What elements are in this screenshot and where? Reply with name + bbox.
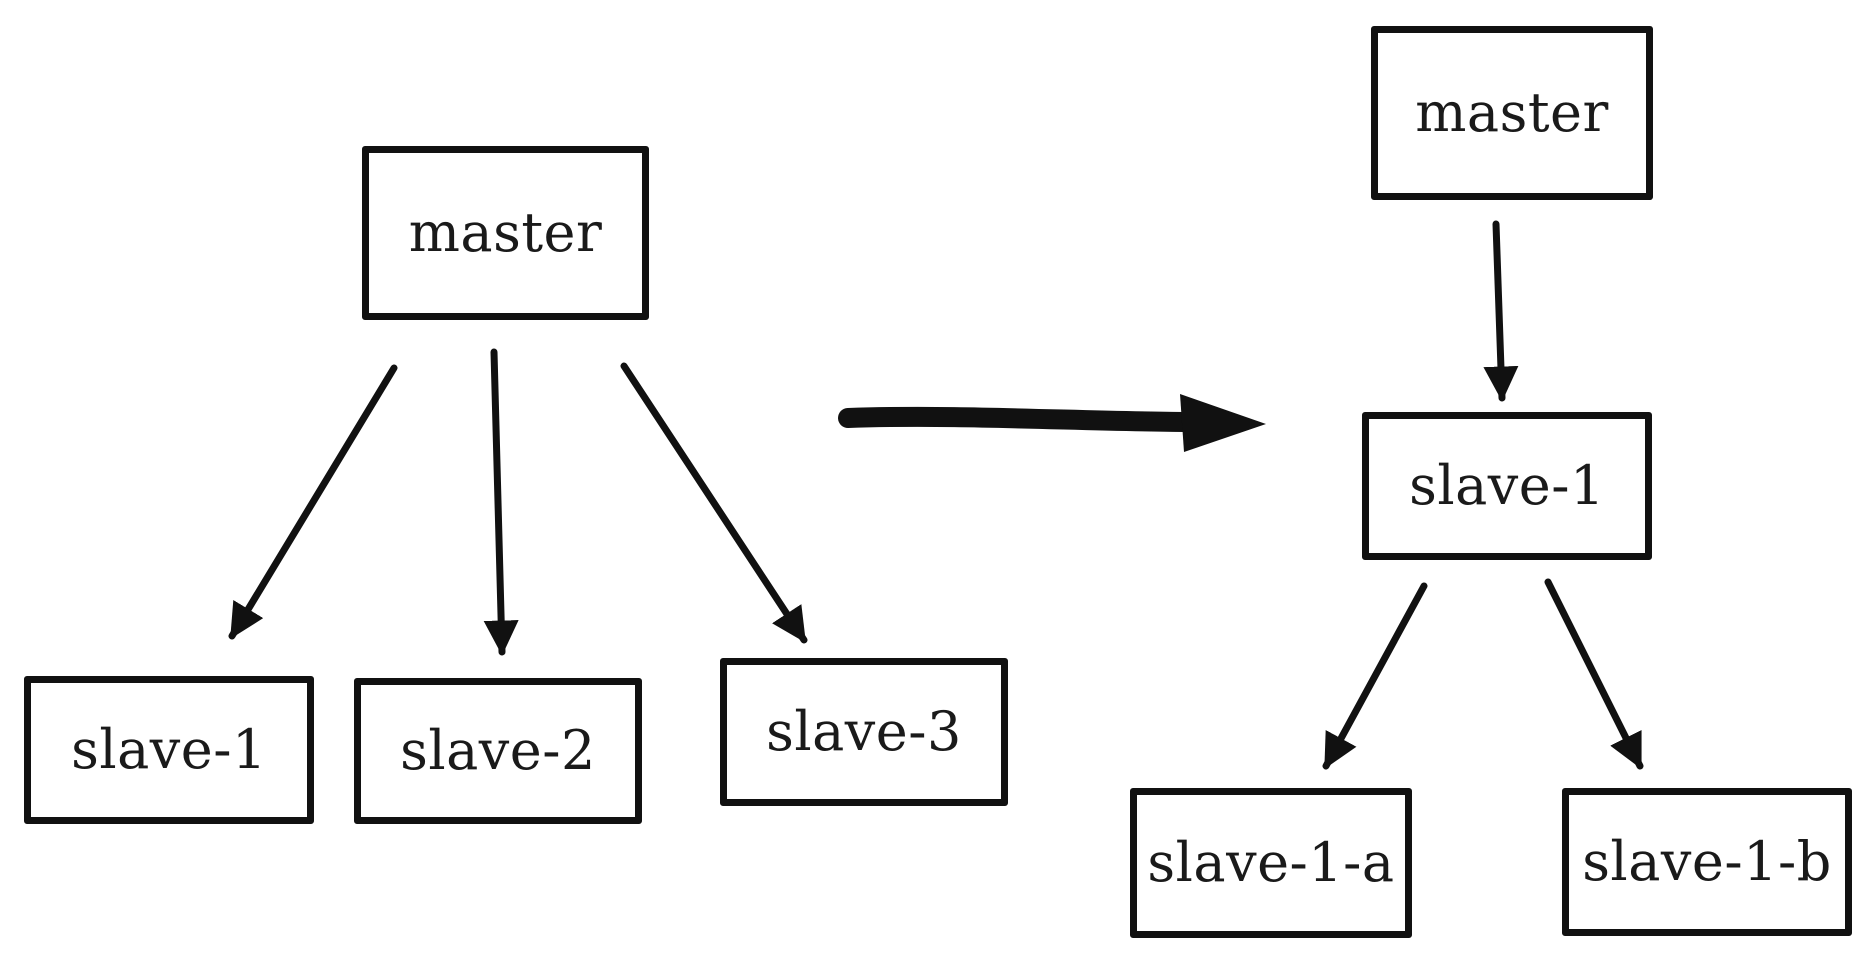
- left-slave-1-node: slave-1: [24, 676, 314, 824]
- transition-arrow-head: [1180, 394, 1266, 452]
- right-slave-1-node: slave-1: [1362, 412, 1652, 560]
- right-master-label: master: [1415, 81, 1609, 144]
- right-master-node: master: [1371, 26, 1653, 200]
- left-slave-1-label: slave-1: [71, 718, 267, 781]
- right-slave-1-a-node: slave-1-a: [1130, 788, 1412, 938]
- right-slave-1-a-label: slave-1-a: [1147, 831, 1395, 894]
- edge-left-master-to-slave-1: [228, 364, 398, 640]
- edge-left-master-to-slave-3: [620, 362, 808, 644]
- right-slave-1-b-node: slave-1-b: [1562, 788, 1852, 936]
- left-slave-3-label: slave-3: [766, 700, 962, 763]
- edge-right-slave-1-to-slave-1-b: [1544, 578, 1644, 770]
- left-slave-2-node: slave-2: [354, 678, 642, 824]
- edge-right-master-to-slave-1: [1483, 220, 1519, 402]
- left-master-node: master: [362, 146, 649, 320]
- left-master-label: master: [408, 201, 603, 264]
- edge-right-slave-1-to-slave-1-a: [1322, 582, 1428, 770]
- edge-left-master-to-slave-2: [483, 348, 519, 656]
- transition-arrow-shaft: [838, 406, 1206, 432]
- left-slave-3-node: slave-3: [720, 658, 1008, 806]
- right-slave-1-label: slave-1: [1409, 454, 1605, 517]
- right-slave-1-b-label: slave-1-b: [1582, 830, 1832, 893]
- left-slave-2-label: slave-2: [400, 719, 596, 782]
